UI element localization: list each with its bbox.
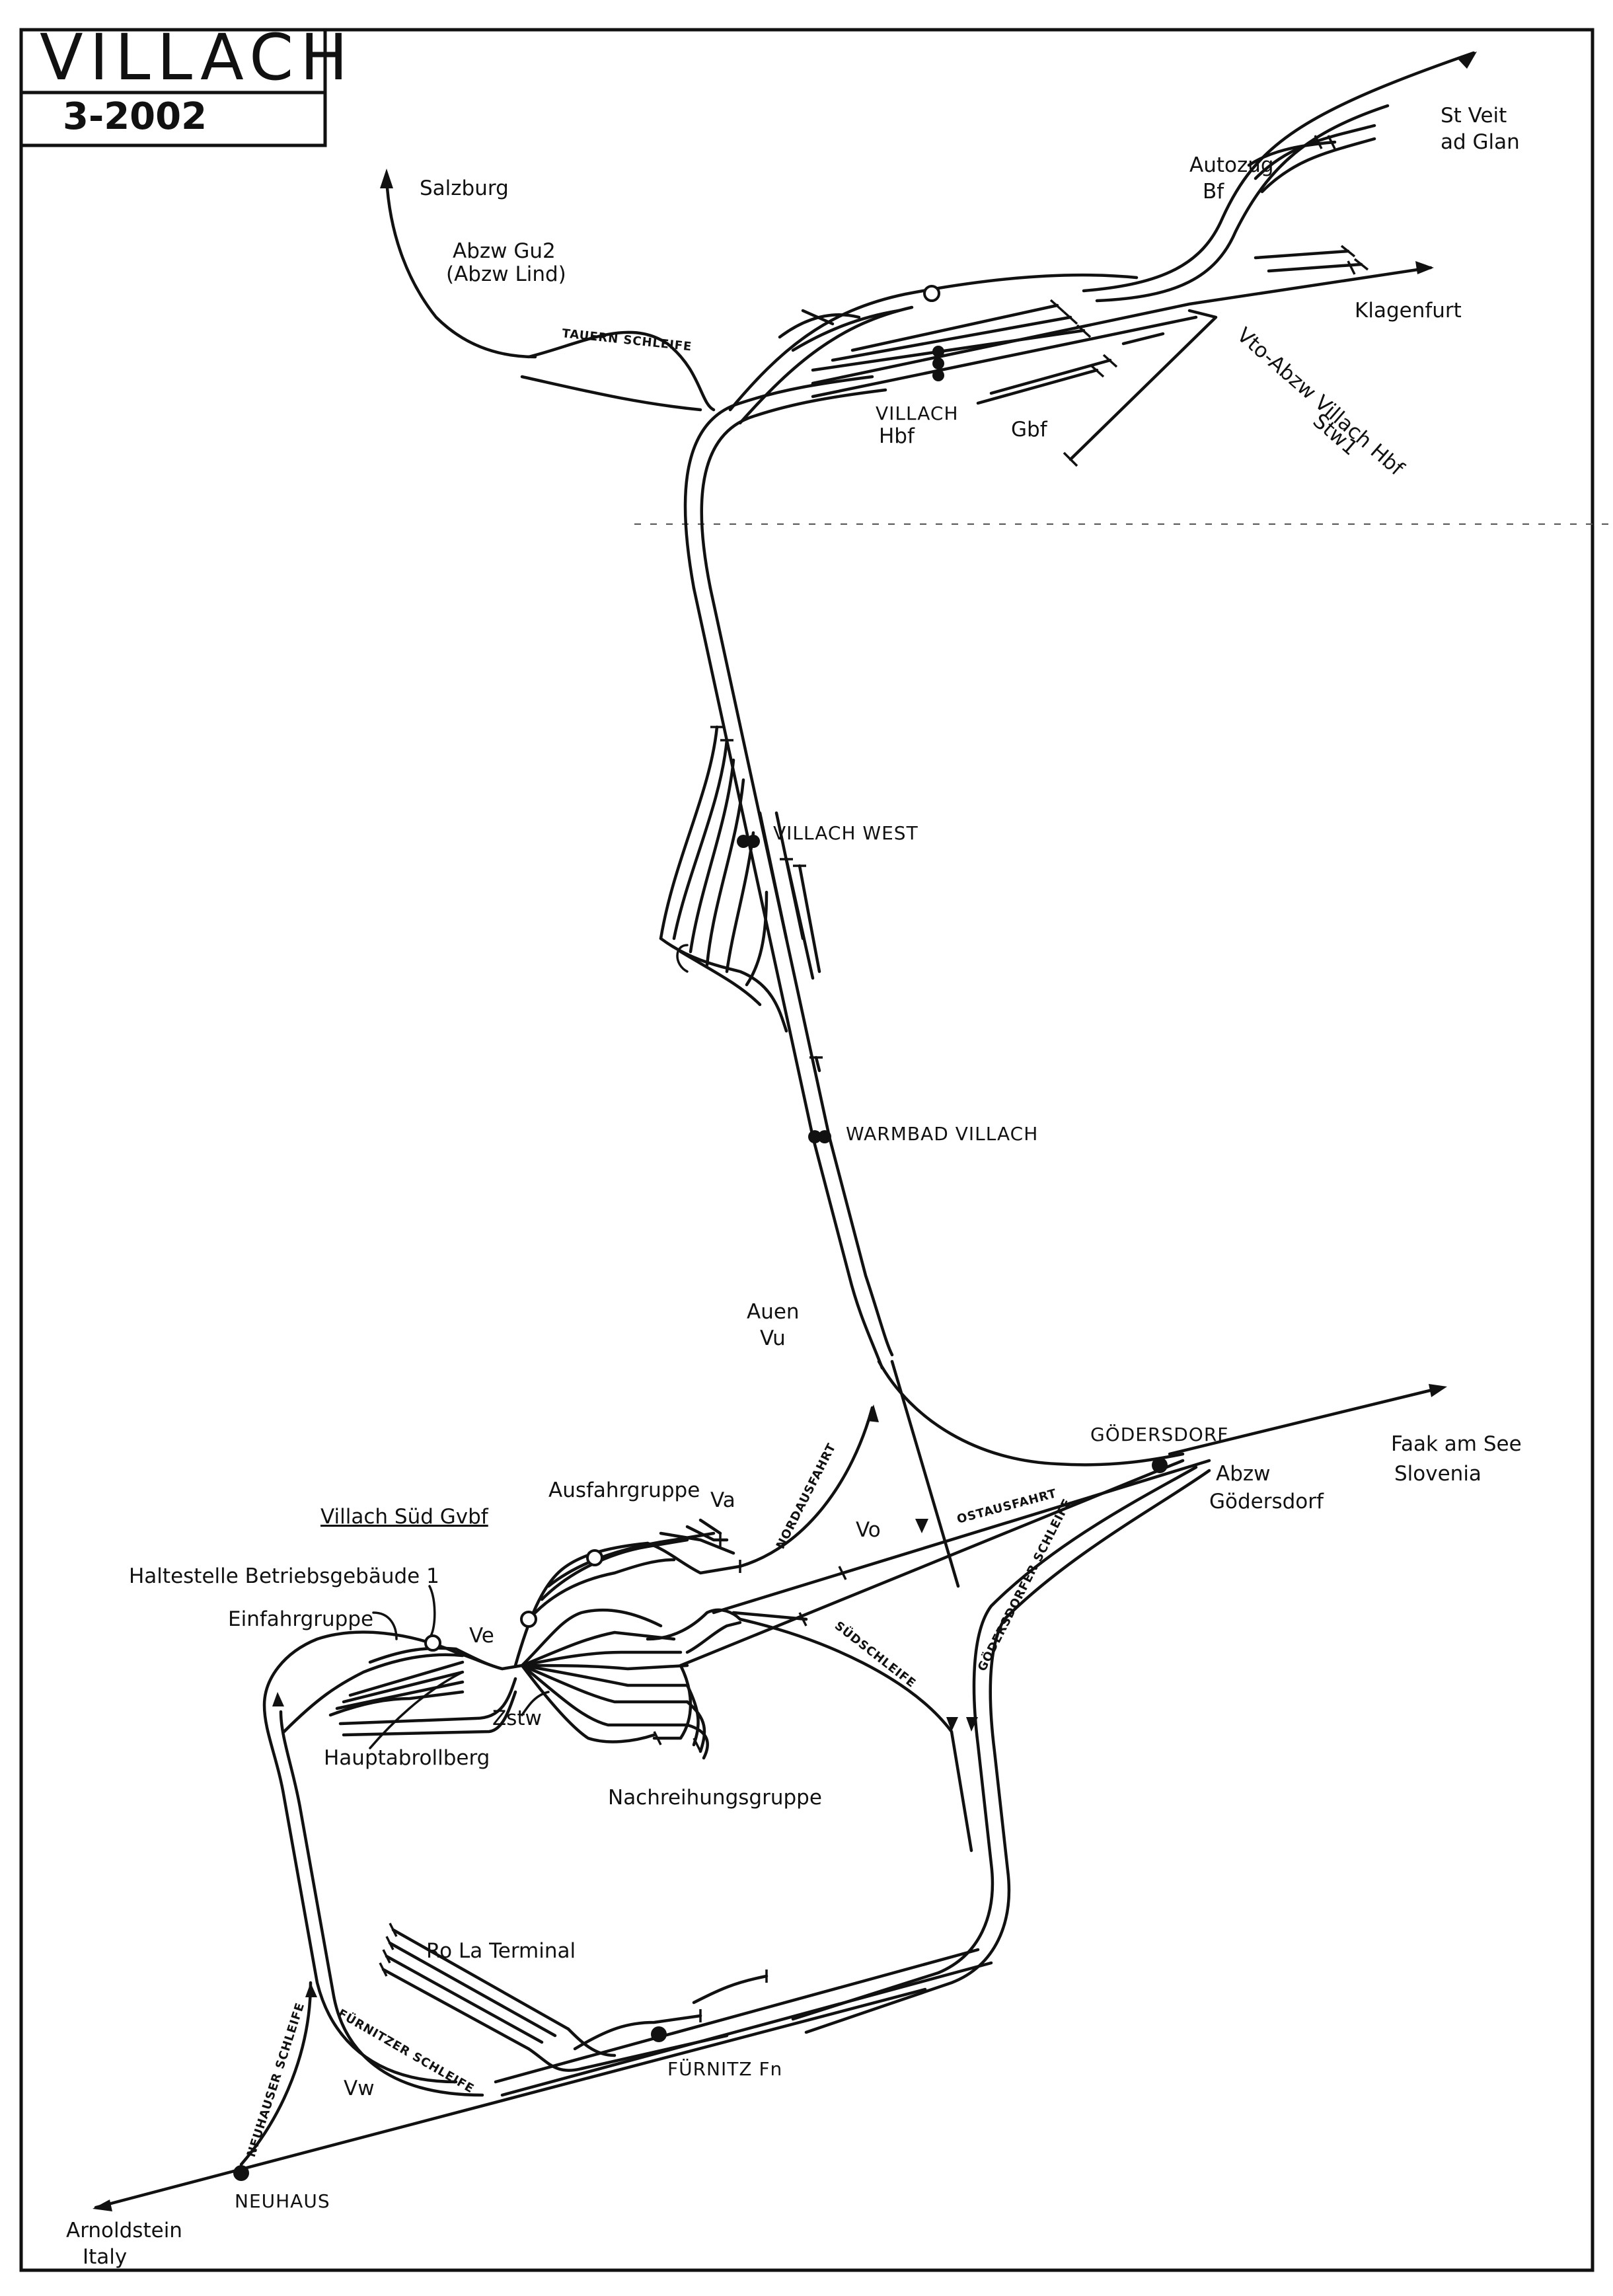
main-lines xyxy=(94,51,1476,2209)
auen-label-1: Auen xyxy=(747,1300,800,1324)
rola-terminal-label: Ro La Terminal xyxy=(426,1939,576,1963)
title-box xyxy=(19,28,327,147)
station-markers xyxy=(233,285,1168,2181)
villach-hbf-dot-1 xyxy=(932,346,944,358)
klagenfurt-label: Klagenfurt xyxy=(1355,299,1462,323)
goedersdorfer-schleife-label: GÖDERSDORFER SCHLEIFE xyxy=(975,1496,1074,1674)
neuhauser-schleife-label: NEUHAUSER SCHLEIFE xyxy=(244,2001,308,2159)
villach-hbf-dot-2 xyxy=(932,358,944,369)
nordausfahrt-label: NORDAUSFAHRT xyxy=(774,1441,839,1551)
map-date: 3-2002 xyxy=(63,95,207,138)
haltestelle-open-dot xyxy=(424,1634,441,1652)
vto-label-1: Vto-Abzw Villach Hbf xyxy=(1232,323,1409,481)
arnoldstein-label-1: Arnoldstein xyxy=(66,2219,182,2242)
map-title: VILLACH xyxy=(40,20,354,95)
fuernitz-label: FÜRNITZ Fn xyxy=(667,2057,782,2080)
direction-arrows xyxy=(93,52,1477,2211)
ve-label: Ve xyxy=(469,1624,494,1648)
hbf-signal-open-dot xyxy=(923,285,940,302)
villach-sued-yard xyxy=(282,1518,808,1760)
vo-label: Vo xyxy=(856,1518,881,1542)
zstw-label: Zstw xyxy=(492,1706,542,1730)
buffer-stops xyxy=(379,135,1369,2022)
goedersdorf-label: GÖDERSDORF xyxy=(1090,1423,1228,1445)
villach-hbf-label-2: Hbf xyxy=(879,424,915,448)
haltestelle-label: Haltestelle Betriebsgebäude 1 xyxy=(129,1564,439,1588)
autozug-label-2: Bf xyxy=(1203,180,1224,204)
abzw-gu2-label-1: Abzw Gu2 xyxy=(453,239,556,263)
auen-label-2: Vu xyxy=(760,1326,786,1350)
warmbad-dot-2 xyxy=(818,1130,831,1143)
goedersdorf-dot xyxy=(1152,1457,1168,1473)
villach-sued-label: Villach Süd Gvbf xyxy=(320,1505,489,1529)
salzburg-label: Salzburg xyxy=(420,176,509,200)
abzw-goedersdorf-label-1: Abzw xyxy=(1216,1462,1271,1486)
nachreihungsgruppe-label: Nachreihungsgruppe xyxy=(608,1786,822,1810)
villach-west-dot-1 xyxy=(737,835,750,848)
va-open-dot xyxy=(586,1549,603,1566)
fuernitz-dot xyxy=(651,2026,667,2042)
faak-label-2: Slovenia xyxy=(1394,1462,1482,1486)
neuhaus-label: NEUHAUS xyxy=(235,2190,330,2212)
tauern-schleife-label: TAUERN SCHLEIFE xyxy=(561,326,693,354)
arnoldstein-label-2: Italy xyxy=(83,2245,127,2269)
faak-label-1: Faak am See xyxy=(1391,1432,1522,1456)
ostausfahrt-label: OSTAUSFAHRT xyxy=(956,1486,1059,1527)
st-veit-label-1: St Veit xyxy=(1441,104,1507,128)
villach-hbf-label-1: VILLACH xyxy=(876,402,959,424)
einfahrgruppe-label: Einfahrgruppe xyxy=(228,1607,373,1631)
va-label: Va xyxy=(710,1488,735,1512)
abzw-goedersdorf-label-2: Gödersdorf xyxy=(1209,1490,1324,1513)
st-veit-label-2: ad Glan xyxy=(1441,130,1520,154)
autozug-label-1: Autozug xyxy=(1189,153,1274,177)
ve-open-dot xyxy=(520,1611,537,1628)
hauptabrollberg-label: Hauptabrollberg xyxy=(324,1746,490,1770)
villach-west-yard xyxy=(659,725,821,1073)
neuhaus-dot xyxy=(233,2165,249,2181)
abzw-gu2-label-2: (Abzw Lind) xyxy=(446,262,566,286)
warmbad-dot-1 xyxy=(808,1130,821,1143)
villach-hbf-dot-3 xyxy=(932,369,944,381)
villach-west-dot-2 xyxy=(747,835,760,848)
warmbad-villach-label: WARMBAD VILLACH xyxy=(846,1123,1038,1145)
villach-west-label: VILLACH WEST xyxy=(773,822,919,844)
vw-label: Vw xyxy=(344,2077,375,2100)
gbf-label: Gbf xyxy=(1011,418,1048,441)
map-border xyxy=(19,28,1594,2272)
ausfahrgruppe-label: Ausfahrgruppe xyxy=(548,1478,700,1502)
